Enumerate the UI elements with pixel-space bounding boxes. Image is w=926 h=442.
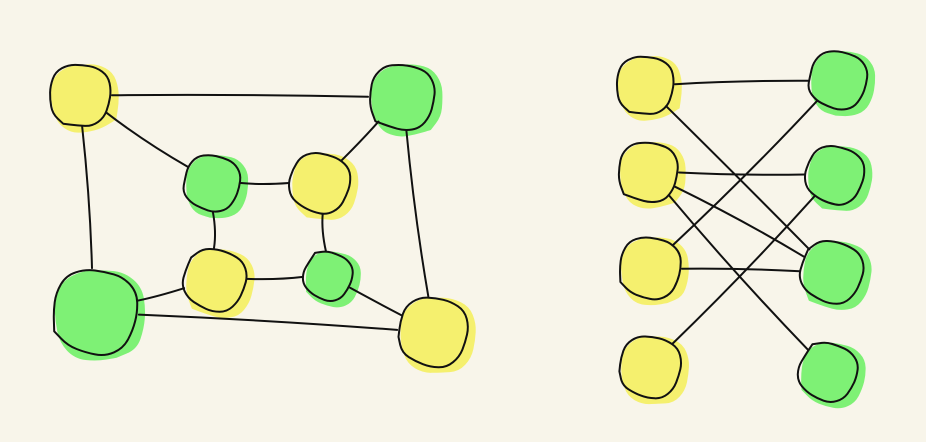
edge-tr-br: [405, 129, 430, 298]
node-g3: [798, 239, 865, 305]
edge-bl-ibl: [136, 287, 186, 302]
edge-y1-g3: [665, 105, 811, 251]
edge-y4-g2: [671, 195, 816, 345]
node-br: [397, 296, 469, 369]
node-fill-yellow-ibl: [186, 249, 255, 318]
edge-y1-g1: [674, 79, 809, 86]
node-y2: [617, 141, 679, 204]
node-ibr: [301, 250, 354, 302]
edge-tr-itr: [340, 120, 380, 162]
node-itl: [182, 154, 242, 213]
node-fill-yellow-y1: [617, 56, 682, 121]
edge-tl-tr: [111, 93, 369, 98]
node-fill-yellow-y2: [620, 142, 686, 209]
node-fill-green-tr: [371, 64, 443, 137]
cube-graph: [49, 63, 476, 373]
node-g2: [803, 144, 866, 206]
node-tl: [49, 63, 112, 127]
node-fill-yellow-y4: [621, 336, 689, 405]
edge-ibl-ibr: [246, 275, 304, 281]
bipartite-graph: [615, 50, 876, 409]
edge-y2-g2: [678, 171, 806, 176]
node-fill-green-bl: [54, 270, 146, 361]
edge-itr-ibr: [321, 212, 327, 253]
node-tr: [369, 63, 436, 131]
node-itr: [288, 152, 352, 215]
node-fill-green-ibr: [305, 251, 361, 308]
node-fill-yellow-br: [400, 297, 476, 373]
node-y4: [618, 335, 683, 400]
edge-itl-ibl: [211, 211, 217, 249]
edge-bl-br: [137, 313, 399, 331]
edge-y2-g3: [674, 185, 805, 258]
node-y1: [615, 55, 675, 115]
node-bl: [52, 269, 139, 357]
edge-y3-g3: [681, 267, 801, 273]
node-ibl: [181, 247, 248, 313]
edge-itl-itr: [240, 182, 290, 185]
node-g1: [807, 50, 869, 111]
node-fill-yellow-y3: [621, 237, 689, 306]
edge-br-ibr: [349, 286, 403, 317]
edge-tl-bl: [81, 125, 93, 270]
node-fill-green-g3: [803, 241, 872, 310]
node-y3: [619, 236, 682, 301]
node-g4: [796, 341, 859, 403]
edge-y2-g4: [667, 194, 809, 351]
edge-y3-g1: [671, 100, 818, 247]
edge-tl-itl: [105, 111, 189, 168]
node-fill-yellow-tl: [50, 64, 119, 133]
